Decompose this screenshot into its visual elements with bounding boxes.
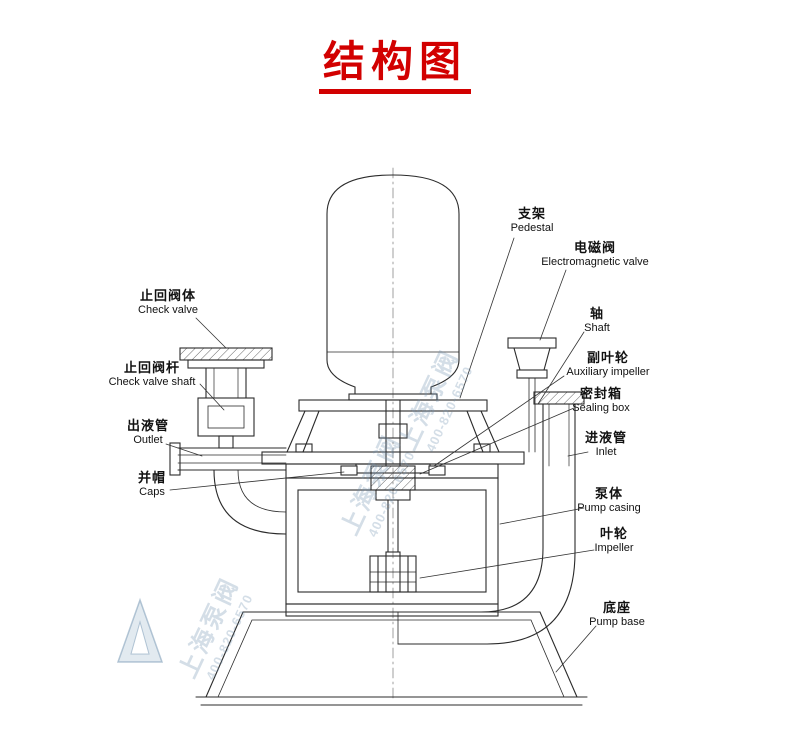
pump-casing-outline bbox=[285, 477, 499, 617]
label-pump-base: 底座 Pump base bbox=[589, 600, 645, 628]
pump-base-outline bbox=[195, 611, 588, 706]
label-outlet: 出液管 Outlet bbox=[126, 418, 170, 446]
leader-lines bbox=[165, 237, 597, 673]
electromagnetic-valve-shape bbox=[507, 337, 557, 453]
label-sealing-box: 密封箱 Sealing box bbox=[572, 386, 630, 414]
label-check-valve: 止回阀体 Check valve bbox=[138, 288, 198, 316]
label-check-valve-shaft: 止回阀杆 Check valve shaft bbox=[108, 360, 196, 388]
pedestal-outline bbox=[286, 399, 500, 453]
label-pump-casing: 泵体 Pump casing bbox=[577, 486, 641, 514]
page-title: 结构图 bbox=[322, 38, 467, 85]
impeller-shape bbox=[369, 551, 417, 593]
label-impeller: 叶轮 Impeller bbox=[594, 526, 634, 554]
label-inlet: 进液管 Inlet bbox=[584, 430, 628, 458]
label-pedestal: 支架 Pedestal bbox=[510, 206, 554, 234]
label-electromagnetic-valve: 电磁阀 Electromagnetic valve bbox=[541, 240, 649, 268]
label-auxiliary-impeller: 副叶轮 Auxiliary impeller bbox=[566, 350, 650, 378]
check-valve-assembly bbox=[169, 347, 287, 535]
label-caps: 并帽 Caps bbox=[137, 470, 167, 498]
label-shaft: 轴 Shaft bbox=[584, 306, 610, 334]
cap-nut bbox=[340, 465, 358, 476]
title-underline bbox=[319, 89, 471, 94]
watermark-logo-icon bbox=[116, 597, 164, 663]
cap-nut bbox=[428, 465, 446, 476]
